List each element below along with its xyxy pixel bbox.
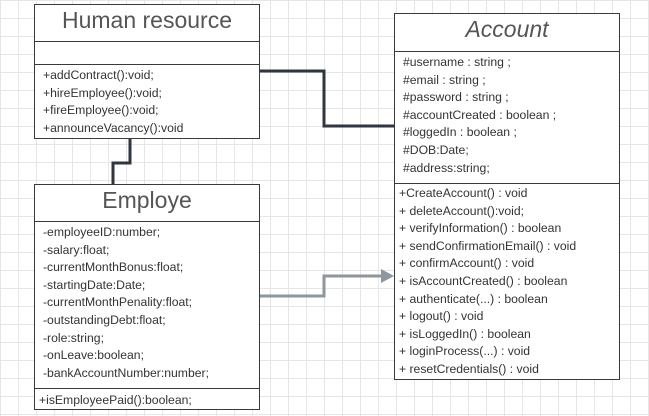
operation: +CreateAccount() : void [399, 186, 528, 200]
account-operations: +CreateAccount() : void + deleteAccount(… [395, 183, 619, 379]
attribute: -role:string; [43, 330, 104, 345]
attribute: #accountCreated : boolean ; [403, 107, 557, 122]
attribute: -outstandingDebt:float; [43, 312, 166, 327]
account-class[interactable]: Account #username : string ; #email : st… [394, 13, 620, 380]
operation: + resetCredentials() : void [399, 361, 539, 376]
human-resource-class[interactable]: Human resource +addContract():void; +hir… [34, 4, 260, 139]
hr-account-connector[interactable] [260, 69, 394, 128]
employe-class[interactable]: Employe -employeeID:number; -salary:floa… [34, 184, 260, 410]
human-resource-attributes [35, 41, 259, 64]
operation: +announceVacancy():void [43, 120, 184, 135]
attribute: #DOB:Date; [403, 142, 469, 157]
attribute: -employeeID:number; [43, 225, 161, 239]
employe-attributes: -employeeID:number; -salary:float; -curr… [35, 221, 259, 388]
operation: + sendConfirmationEmail() : void [399, 238, 577, 253]
operation: + deleteAccount():void; [399, 203, 524, 218]
account-attributes: #username : string ; #email : string ; #… [395, 51, 619, 183]
account-title: Account [465, 16, 549, 42]
operation: + loginProcess(...) : void [399, 344, 531, 359]
attribute: #password : string ; [403, 90, 509, 105]
attribute: #loggedIn : boolean ; [403, 125, 517, 140]
attribute: #username : string ; [403, 55, 511, 69]
attribute: -onLeave:boolean; [43, 348, 144, 363]
attribute: -bankAccountNumber:number; [43, 365, 209, 380]
operation: + logout() : void [399, 309, 484, 324]
human-resource-title: Human resource [61, 7, 233, 33]
operation: + authenticate(...) : boolean [399, 291, 548, 306]
employe-operations: +isEmployeePaid():boolean; [35, 388, 259, 410]
attribute: #email : string ; [403, 72, 486, 87]
employe-account-arrow[interactable] [260, 274, 382, 298]
attribute: #address:string; [403, 160, 490, 175]
employe-title: Employe [102, 187, 192, 213]
operation: + verifyInformation() : boolean [399, 221, 562, 236]
operation: +fireEmployee():void; [43, 103, 159, 118]
operation: + isAccountCreated() : boolean [399, 273, 568, 288]
attribute: -startingDate:Date; [43, 277, 146, 292]
operation: + confirmAccount() : void [399, 256, 535, 271]
attribute: -currentMonthPenality:float; [43, 295, 193, 310]
attribute: -currentMonthBonus:float; [43, 260, 184, 275]
operation: +addContract():void; [43, 68, 154, 82]
arrowhead-icon [381, 269, 394, 283]
operation: +hireEmployee():void; [43, 85, 162, 100]
operation: +isEmployeePaid():boolean; [39, 393, 192, 407]
operation: + isLoggedIn() : boolean [399, 326, 531, 341]
hr-employe-connector[interactable] [111, 139, 132, 184]
human-resource-operations: +addContract():void; +hireEmployee():voi… [35, 64, 259, 137]
attribute: -salary:float; [43, 242, 110, 257]
